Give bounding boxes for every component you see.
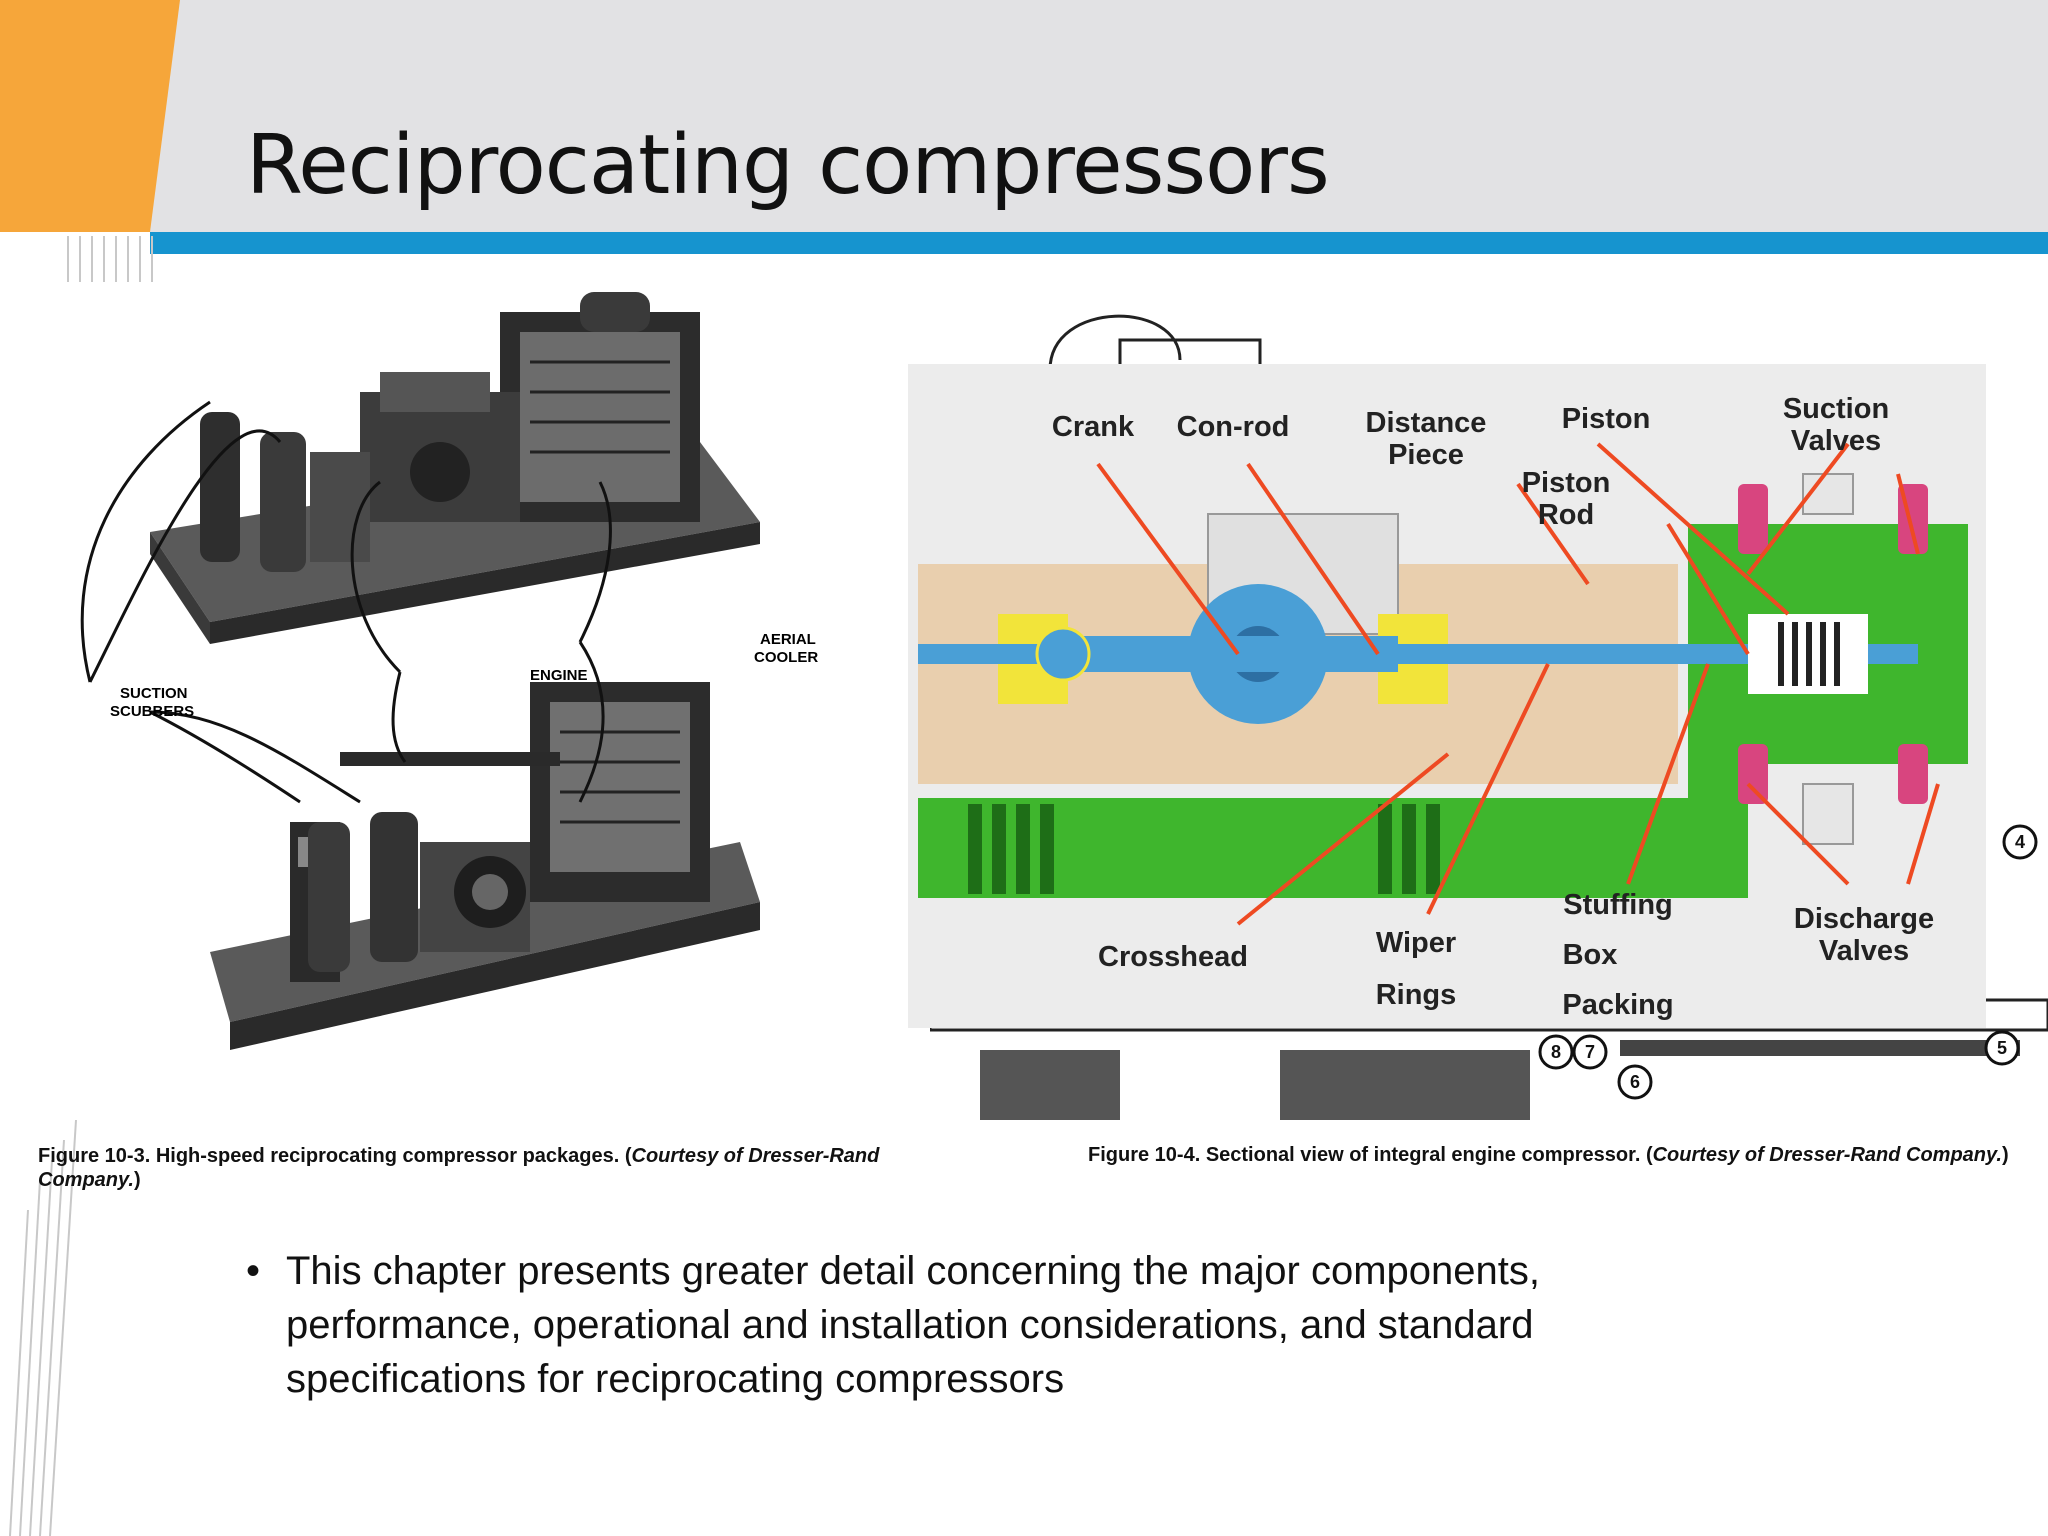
compressor-packages-figure: SUCTION SCUBBERS ENGINE AERIAL COOLER	[80, 292, 818, 1050]
callout-number-8: 8	[1551, 1042, 1561, 1062]
label-stuffing-box-line1: Stuffing	[1563, 889, 1673, 921]
label-suction-line2: SCUBBERS	[110, 703, 194, 720]
orange-corner-tab	[0, 0, 180, 232]
label-con-rod: Con-rod	[1177, 411, 1290, 443]
callout-number-6: 6	[1630, 1072, 1640, 1092]
label-piston-rod-line2: Rod	[1538, 499, 1594, 531]
caption-left-credit: Courtesy of Dresser-Rand Company.	[38, 1145, 880, 1191]
caption-right-end: )	[2001, 1144, 2009, 1166]
label-discharge-valves-line2: Valves	[1819, 935, 1909, 967]
label-piston: Piston	[1562, 403, 1651, 435]
sectional-view-linework: 4 5 6 7 8	[930, 314, 2048, 1120]
callout-number-7: 7	[1585, 1042, 1595, 1062]
label-wiper-rings-line2: Rings	[1376, 979, 1457, 1011]
label-discharge-valves-line1: Discharge	[1794, 903, 1934, 935]
label-suction-line1: SUCTION	[120, 685, 188, 702]
label-wiper-rings-line1: Wiper	[1376, 927, 1456, 959]
color-sectional-diagram: Crank Con-rod Distance Piece Piston Pist…	[908, 364, 1986, 1028]
caption-left-end: )	[133, 1169, 141, 1191]
label-engine: ENGINE	[530, 667, 588, 684]
header-band	[0, 0, 2048, 232]
label-crank: Crank	[1052, 411, 1135, 443]
label-suction-valves-line1: Suction	[1783, 393, 1889, 425]
callout-number-4: 4	[2015, 832, 2025, 852]
caption-left-main: Figure 10-3. High-speed reciprocating co…	[38, 1145, 632, 1167]
caption-right-main: Figure 10-4. Sectional view of integral …	[1088, 1144, 1653, 1166]
label-crosshead: Crosshead	[1098, 941, 1248, 973]
callout-number-5: 5	[1997, 1038, 2007, 1058]
figure-10-4-caption: Figure 10-4. Sectional view of integral …	[1088, 1144, 2048, 1167]
upper-package-illustration	[150, 292, 760, 644]
label-distance-piece-line2: Piece	[1388, 439, 1464, 471]
bullet-text: This chapter presents greater detail con…	[286, 1249, 1541, 1401]
bullet-marker: •	[246, 1249, 261, 1293]
label-suction-valves-line2: Valves	[1791, 425, 1881, 457]
label-stuffing-box-line3: Packing	[1562, 989, 1673, 1021]
caption-right-credit: Courtesy of Dresser-Rand Company.	[1652, 1144, 2002, 1166]
figure-10-3-caption: Figure 10-3. High-speed reciprocating co…	[38, 1144, 898, 1192]
decorative-side-lines	[9, 236, 153, 1536]
label-aerial-line1: AERIAL	[760, 631, 816, 648]
label-distance-piece-line1: Distance	[1366, 407, 1487, 439]
bullet-point: • This chapter presents greater detail c…	[246, 1244, 1746, 1406]
header-accent-rule	[150, 232, 2048, 254]
label-aerial-line2: COOLER	[754, 649, 818, 666]
slide-title: Reciprocating compressors	[246, 118, 1330, 213]
lower-package-illustration	[210, 682, 760, 1050]
label-stuffing-box-line2: Box	[1563, 939, 1618, 971]
label-piston-rod-line1: Piston	[1522, 467, 1611, 499]
